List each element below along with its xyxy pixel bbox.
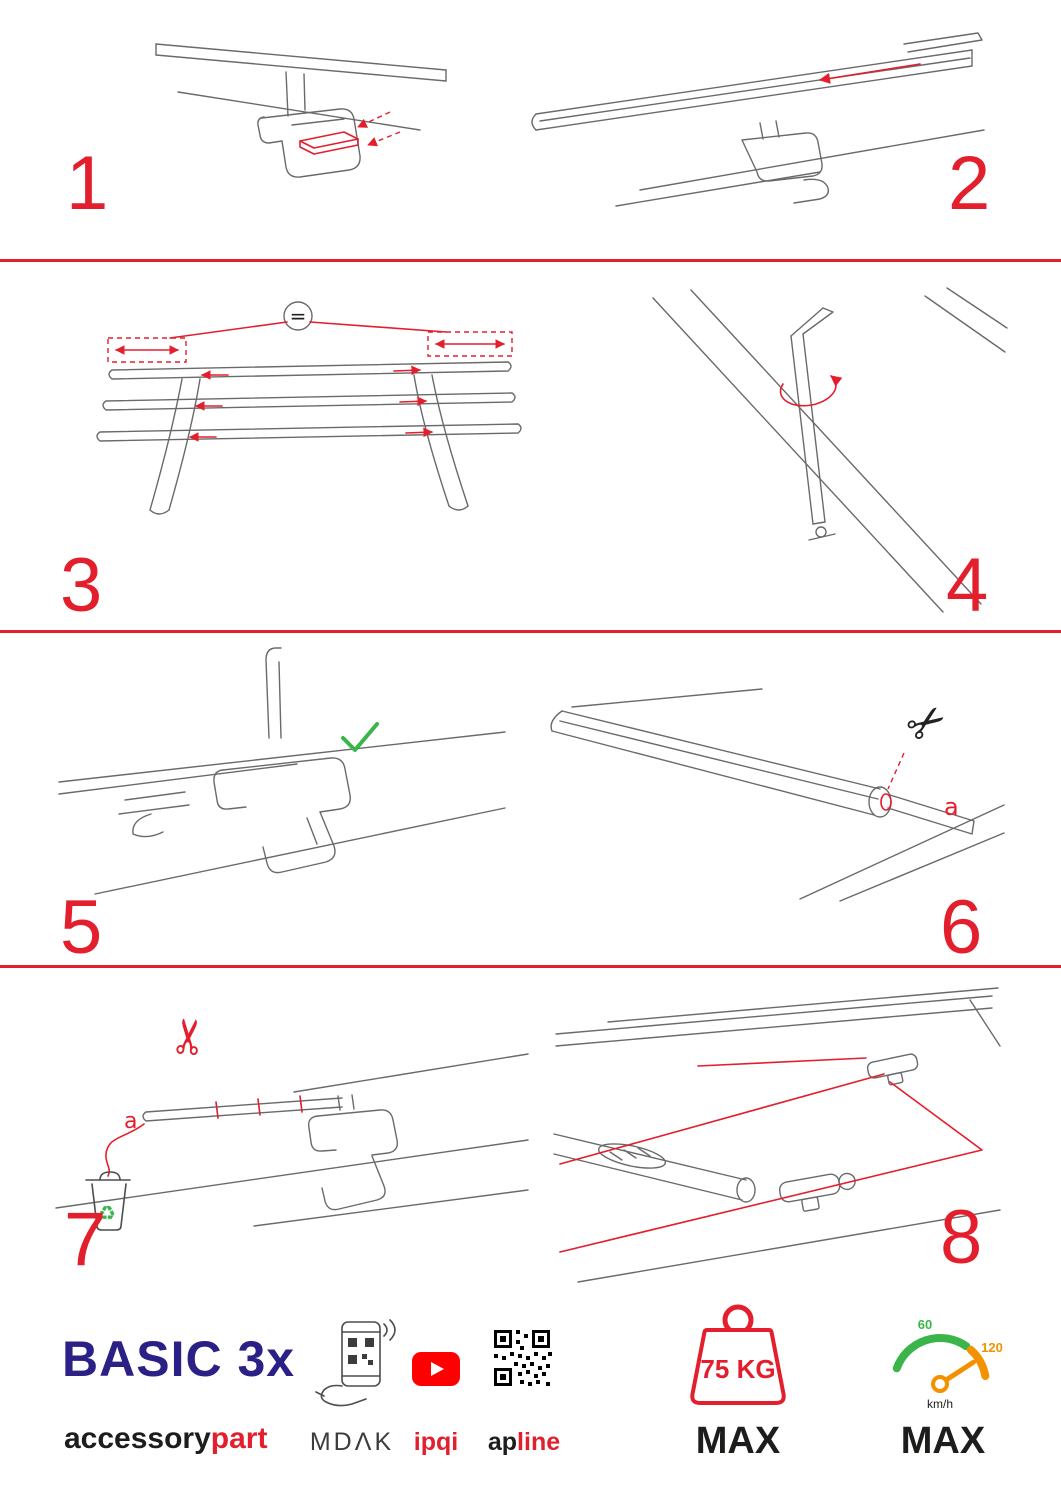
weight-value: 75 KG: [700, 1354, 775, 1384]
clamp-with-strip-drawing: [58, 647, 506, 895]
rotate-tighten-arrow: [779, 375, 843, 407]
recycle-icon: ♻: [98, 1201, 116, 1225]
step-8-illustration: [553, 987, 1001, 1283]
step-4-illustration: [652, 287, 1008, 613]
scan-phone-icon: [315, 1319, 396, 1407]
final-assembly-drawing: [553, 987, 1001, 1283]
bar-end-strip-drawing: [550, 688, 1005, 902]
step-3-illustration: =: [96, 301, 522, 515]
cut-ticks-red: [105, 1095, 303, 1177]
strip-and-clamp-drawing: [55, 1053, 529, 1227]
slide-direction-arrow: [818, 63, 921, 84]
brand-wordmark: accessorypart: [64, 1422, 267, 1456]
apline-red-part: line: [517, 1428, 561, 1456]
roof-bar-underside-drawing: [155, 43, 447, 178]
speed-unit-label: km/h: [927, 1397, 953, 1411]
step-2-illustration: [531, 32, 985, 207]
step-7-illustration: ✂ a ♻: [55, 1014, 529, 1231]
partner-ipqi: ipqi: [413, 1428, 459, 1456]
step-8-number: 8: [940, 1195, 983, 1280]
step-1-number: 1: [66, 141, 109, 226]
qr-code: [490, 1326, 554, 1390]
step-6-illustration: ✂ a: [550, 688, 1005, 902]
step-7-number: 7: [64, 1197, 107, 1282]
spacing-dimension-marks: [107, 321, 513, 442]
youtube-icon: [412, 1352, 460, 1386]
step-5-number: 5: [60, 885, 103, 970]
equal-spacing-label: =: [290, 304, 307, 328]
step-1-illustration: [155, 43, 447, 178]
section-divider-3: [0, 965, 1061, 968]
speed-limit-icon: 60 120 km/h: [892, 1317, 1003, 1411]
scissors-icon: ✂: [895, 690, 958, 756]
step-3-number: 3: [60, 543, 103, 628]
partner-mdak: MDΛK: [309, 1428, 395, 1456]
strip-label-a: a: [944, 793, 959, 821]
weight-limit-icon: 75 KG: [690, 1304, 786, 1405]
weight-max-label: MAX: [695, 1420, 781, 1462]
insert-pad-red: [299, 111, 401, 155]
brand-black-part: accessory: [64, 1422, 211, 1455]
rack-assembly-drawing: [96, 301, 522, 515]
step-6-number: 6: [940, 885, 983, 970]
step-5-illustration: [58, 647, 506, 895]
speed-high-label: 120: [981, 1340, 1003, 1355]
trash-bin-icon: [85, 1171, 131, 1231]
step-4-number: 4: [946, 543, 989, 628]
crossbar-slide-drawing: [531, 32, 985, 207]
scissors-icon: ✂: [160, 1014, 219, 1059]
speed-low-label: 60: [918, 1317, 932, 1332]
allen-key-drawing: [652, 287, 1008, 613]
speed-max-label: MAX: [900, 1420, 986, 1462]
apline-black-part: ap: [487, 1428, 518, 1456]
product-name: BASIC 3x: [62, 1331, 296, 1387]
cut-mark: [880, 752, 905, 811]
step-2-number: 2: [948, 141, 991, 226]
section-divider-2: [0, 630, 1061, 633]
brand-red-part: part: [210, 1422, 268, 1455]
partner-apline: apline: [478, 1428, 570, 1457]
check-icon: [341, 722, 379, 752]
section-divider-1: [0, 259, 1061, 262]
strip-label-a: a: [124, 1109, 137, 1134]
alignment-lines-red: [559, 1057, 983, 1253]
